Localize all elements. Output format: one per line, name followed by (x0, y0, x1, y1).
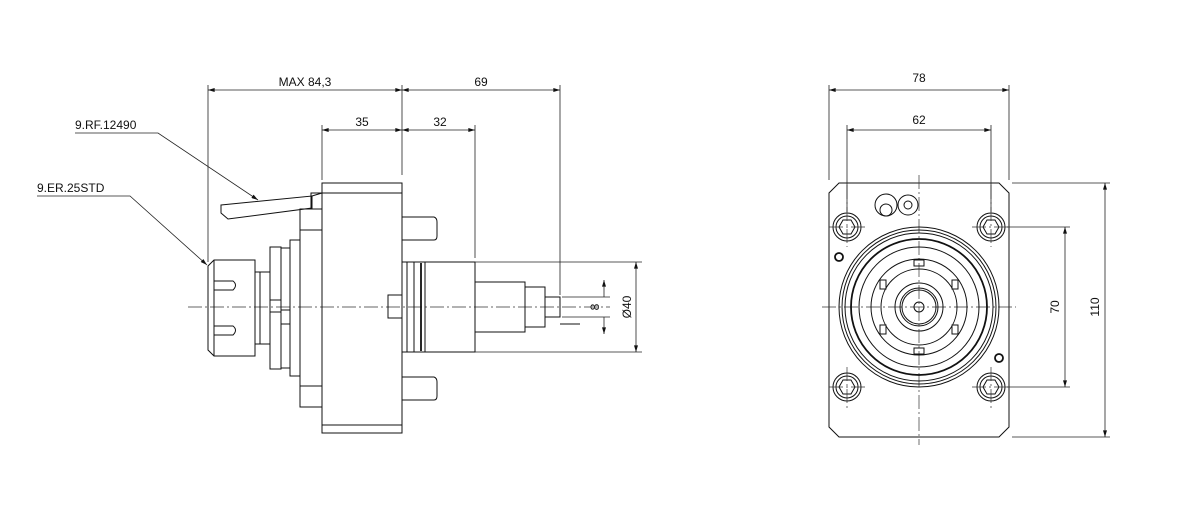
main-body (321, 182, 403, 434)
spindle-bore (894, 282, 944, 332)
front-plate (828, 182, 1010, 438)
slots (879, 259, 959, 355)
dim-max-length: MAX 84,3 (279, 75, 332, 89)
wrench (220, 195, 313, 220)
dowel-pin (994, 353, 1004, 363)
dim-shaft-length: 69 (474, 75, 488, 89)
dim-shaft-dia: Ø40 (620, 295, 634, 318)
side-view: MAX 84,3 69 35 32 8 Ø40 9.RF.12490 9.ER.… (37, 75, 642, 434)
dim-width: 78 (912, 71, 926, 85)
bolt-bottom-right (972, 367, 1009, 410)
callout-wrench: 9.RF.12490 (75, 118, 137, 132)
front-view: 78 62 70 110 (822, 71, 1110, 445)
pin (402, 216, 438, 241)
callout-collet: 9.ER.25STD (37, 181, 105, 195)
dim-shoulder: 32 (433, 115, 447, 129)
flange (299, 208, 323, 408)
ring (289, 239, 301, 377)
dim-hole-spacing-h: 62 (912, 113, 926, 127)
dim-hole-spacing-v: 70 (1048, 300, 1062, 314)
coolant-port (874, 193, 898, 217)
shaft-tip (544, 296, 561, 318)
dowel-pin (834, 252, 844, 262)
pin (402, 376, 438, 401)
bolt-top-left (829, 185, 866, 247)
bolt-bottom-left (829, 367, 866, 410)
dim-body-width: 35 (355, 115, 369, 129)
bolt-top-right (972, 185, 1009, 247)
dim-height: 110 (1088, 297, 1102, 316)
collet-nut (207, 259, 256, 357)
dim-shaft-dia-small: 8 (588, 303, 602, 310)
spindle-housing (838, 226, 1000, 388)
